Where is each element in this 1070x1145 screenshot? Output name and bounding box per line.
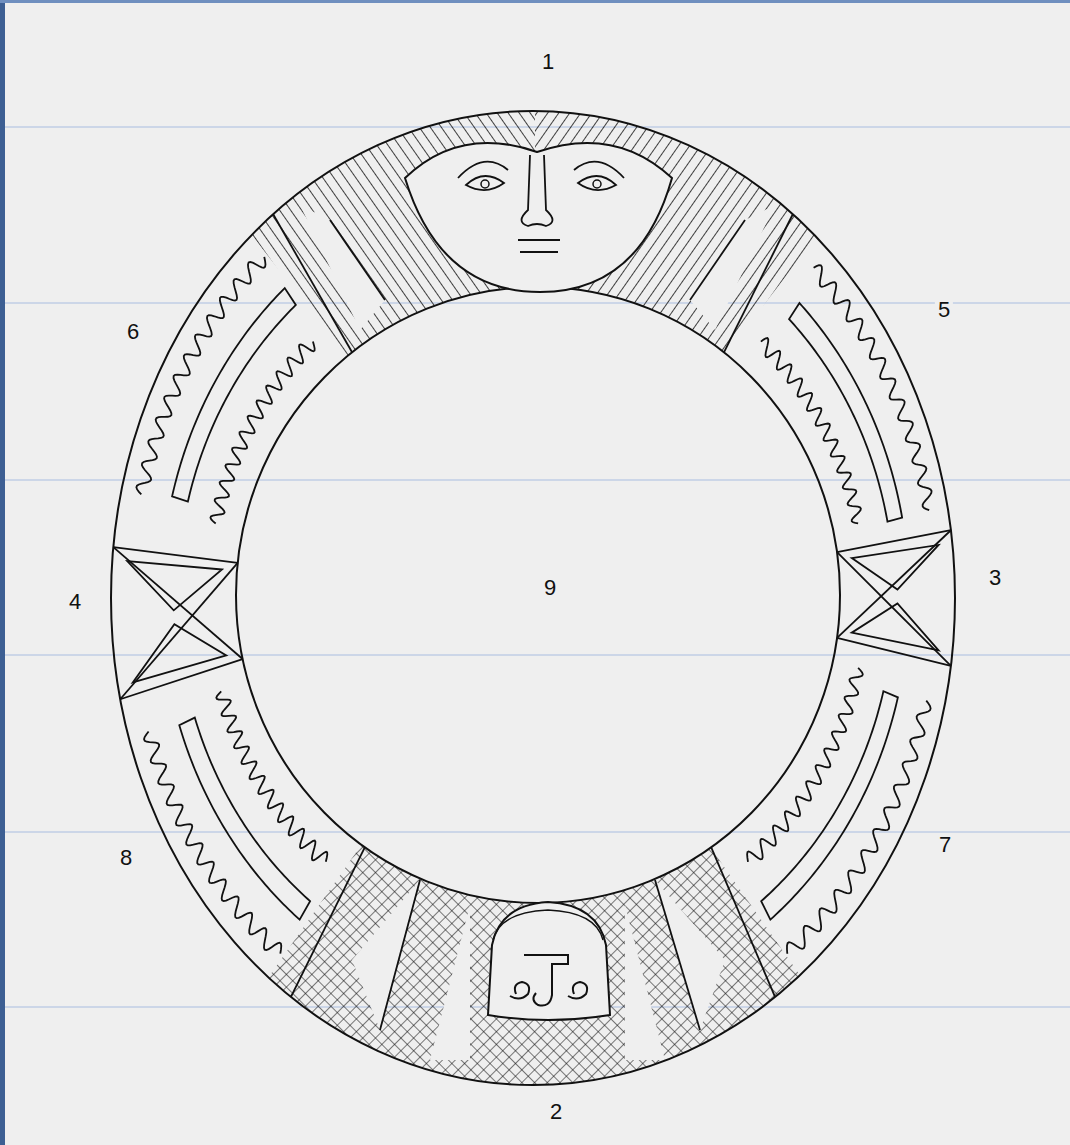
- cross-line: [113, 547, 242, 659]
- cross-line: [837, 530, 951, 638]
- divider-line: [113, 547, 237, 563]
- plain-wedge: [430, 905, 470, 1060]
- cross-line: [120, 563, 237, 699]
- hourglass-triangle: [852, 603, 939, 650]
- band-loop: [179, 718, 310, 920]
- callout-number: 4: [66, 590, 84, 614]
- ruled-line: [5, 832, 1070, 833]
- divider-line: [330, 220, 385, 300]
- ring-fills: [42, 0, 1028, 1145]
- divider-line: [724, 214, 793, 352]
- plain-wedge: [655, 880, 725, 1030]
- callout-number: 2: [547, 1100, 565, 1124]
- face-mouth: [520, 251, 558, 253]
- face-pupil: [593, 180, 601, 188]
- divider-line: [380, 880, 420, 1030]
- face-outline: [405, 143, 672, 292]
- plain-wedge: [300, 205, 385, 330]
- plain-wedge: [690, 205, 775, 330]
- callout-number: 7: [936, 833, 954, 857]
- hourglass-triangle: [127, 561, 222, 610]
- face-mouth: [518, 239, 560, 241]
- ring-ornaments: [113, 214, 951, 997]
- cross-line: [837, 552, 951, 666]
- plain-wedge: [625, 905, 665, 1060]
- callout-number: 6: [124, 320, 142, 344]
- band-loop: [172, 288, 296, 501]
- ruled-line: [5, 303, 1070, 304]
- face-eye: [510, 982, 529, 999]
- callout-number: 1: [539, 50, 557, 74]
- face-brow: [574, 162, 624, 178]
- wavy-line: [210, 342, 314, 524]
- callout-number: 3: [986, 566, 1004, 590]
- face-nose: [524, 955, 568, 1006]
- face-nose: [522, 155, 553, 226]
- ring-outer: [111, 111, 955, 1085]
- hourglass-triangle: [133, 624, 226, 682]
- face-pupil: [481, 180, 489, 188]
- callout-number: 8: [117, 846, 135, 870]
- hourglass-triangle: [852, 545, 939, 590]
- face-eye: [578, 176, 616, 190]
- face-outline: [488, 902, 610, 1020]
- divider-line: [291, 847, 365, 997]
- band-loop: [761, 691, 898, 919]
- divider-line: [711, 847, 775, 997]
- hatched-panel: [535, 0, 1028, 597]
- face-rim: [493, 910, 603, 940]
- hatched-panel: [42, 0, 535, 597]
- wavy-line: [216, 691, 327, 861]
- edge-strip: [0, 0, 5, 1145]
- divider-line: [273, 214, 352, 352]
- bottom-face: [488, 902, 610, 1020]
- wavy-line: [814, 265, 932, 510]
- wavy-line: [787, 701, 931, 954]
- callout-number: 5: [935, 298, 953, 322]
- callout-number: 9: [541, 576, 559, 600]
- divider-line: [690, 220, 745, 300]
- ring-inner: [236, 287, 840, 903]
- wavy-line: [747, 668, 863, 862]
- hatch-dividers: [330, 220, 745, 1030]
- plain-wedge: [352, 880, 420, 1030]
- divider-line: [655, 880, 700, 1030]
- ruled-line: [5, 480, 1070, 481]
- ruled-lines: [5, 127, 1070, 1007]
- crosshatch-panel: [76, 597, 994, 1145]
- top-face: [405, 143, 672, 292]
- face-brow: [458, 162, 508, 178]
- face-eye: [568, 982, 587, 999]
- face-eye: [466, 176, 504, 190]
- band-loop: [789, 303, 902, 522]
- edge-strip: [0, 0, 1070, 3]
